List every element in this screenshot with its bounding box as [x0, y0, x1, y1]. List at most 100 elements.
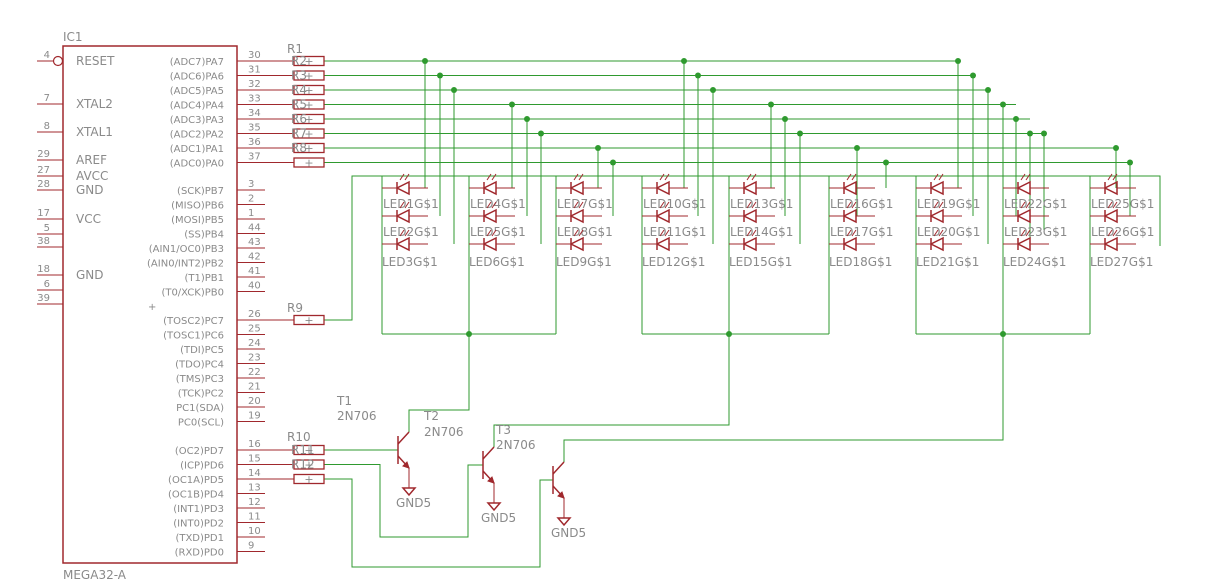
resistor-plus: +	[304, 444, 313, 457]
junction-dot	[437, 72, 443, 79]
led: LED2G$1	[382, 201, 439, 239]
pin-label: (ADC5)PA5	[170, 86, 224, 97]
ic-right-pin: 2 (MISO)PB6	[171, 194, 265, 212]
r9-common-wire	[324, 175, 1161, 321]
pin-number: 30	[248, 50, 261, 61]
pin-number: 21	[248, 382, 261, 393]
led-arrow	[851, 229, 857, 237]
pin-number: 27	[37, 165, 50, 176]
led-arrow	[1107, 229, 1113, 237]
led-arrow	[491, 173, 497, 181]
led-triangle	[569, 208, 584, 224]
pin-label: (ADC0)PA0	[170, 159, 224, 170]
junction-dot	[538, 130, 544, 137]
led: LED1G$1	[382, 173, 439, 211]
ic-name: IC1	[63, 30, 83, 44]
led-arrow	[404, 201, 410, 209]
junction-dot	[797, 130, 803, 137]
led-label: LED25G$1	[1091, 197, 1154, 211]
led-arrow	[851, 173, 857, 181]
led-label: LED8G$1	[557, 225, 613, 239]
resistor-plus: +	[304, 99, 313, 112]
pin-label: (TMS)PC3	[176, 374, 224, 385]
led-triangle	[482, 236, 497, 252]
base-drive-wire	[324, 464, 483, 538]
led: LED12G$1	[642, 229, 705, 269]
led-arrow	[573, 229, 579, 237]
pin-label: (MISO)PB6	[171, 201, 224, 212]
led-label: LED22G$1	[1004, 197, 1067, 211]
resistor-body	[293, 113, 325, 125]
pin-label: XTAL2	[76, 97, 113, 111]
ic-left-pin: 5	[37, 223, 63, 235]
junction-dot	[1027, 130, 1033, 137]
pin-label: GND	[76, 268, 104, 282]
junction-dot	[524, 116, 530, 122]
led-arrow	[938, 229, 944, 237]
led-label: LED26G$1	[1091, 225, 1154, 239]
pin-number: 2	[248, 194, 254, 205]
junction-dot	[695, 72, 701, 79]
ic-right-pin: 13(OC1B)PD4	[168, 483, 265, 501]
resistor-stack-r1: +R7	[265, 127, 325, 141]
ic-right-pin: 12(INT1)PD3	[173, 497, 265, 515]
pin-label: (INT1)PD3	[173, 504, 224, 515]
led-label: LED23G$1	[1004, 225, 1067, 239]
led-label: LED6G$1	[469, 255, 525, 269]
pin-number: 38	[37, 236, 50, 247]
led-triangle	[1103, 180, 1118, 196]
resistor-stack-label: R8	[291, 141, 307, 155]
junction-dot	[726, 331, 732, 337]
pin-number: 14	[248, 468, 261, 479]
pin-number: 34	[248, 108, 261, 119]
transistor-collector	[552, 461, 565, 475]
ic-right-pin: 26(TOSC2)PC7	[163, 309, 265, 327]
resistor-stack-r1: +	[265, 157, 325, 170]
led-triangle	[1016, 236, 1031, 252]
led: LED6G$1	[469, 229, 525, 269]
junction-dot	[1113, 145, 1119, 151]
pin-label: (TCK)PC2	[178, 389, 224, 400]
pin-label: PC0(SCL)	[178, 418, 224, 429]
ic-right-pin: 35(ADC2)PA2	[170, 123, 265, 141]
led-arrow	[846, 229, 852, 237]
led-arrow	[578, 201, 584, 209]
ic-right-pin: 16(OC2)PD7	[175, 439, 265, 457]
pin-number: 20	[248, 396, 261, 407]
led-arrow	[751, 201, 757, 209]
led-arrow	[659, 173, 665, 181]
led-arrow	[404, 229, 410, 237]
led-arrow	[404, 173, 410, 181]
led-label: LED21G$1	[916, 255, 979, 269]
ic-right-pin: 22(TMS)PC3	[176, 367, 265, 385]
pin-number: 33	[248, 94, 261, 105]
pin-label: (ICP)PD6	[180, 461, 224, 472]
resistor-body	[293, 84, 325, 96]
pin-label: RESET	[76, 54, 115, 68]
pin-label: AREF	[76, 153, 107, 167]
led: LED26G$1	[1090, 201, 1154, 239]
pin-number: 3	[248, 179, 254, 190]
resistor-plus: +	[304, 84, 313, 97]
led: LED19G$1	[916, 173, 980, 211]
pin-number: 36	[248, 137, 261, 148]
transistor-collector	[482, 446, 495, 460]
led: LED10G$1	[642, 173, 706, 211]
resistor-stack-r1: +R2	[265, 54, 325, 68]
led-arrow	[938, 201, 944, 209]
led-triangle	[395, 208, 410, 224]
led-arrow	[746, 229, 752, 237]
ic-right-pin: 21 (TCK)PC2	[178, 382, 265, 400]
resistor-plus: +	[304, 314, 313, 327]
resistor-plus: +	[304, 128, 313, 141]
led-arrow	[486, 229, 492, 237]
junction-dot	[451, 87, 457, 93]
transistor-arrow	[557, 491, 565, 499]
led-triangle	[929, 236, 944, 252]
pin-number: 32	[248, 79, 261, 90]
led-triangle	[842, 236, 857, 252]
pin-label: AVCC	[76, 169, 108, 183]
